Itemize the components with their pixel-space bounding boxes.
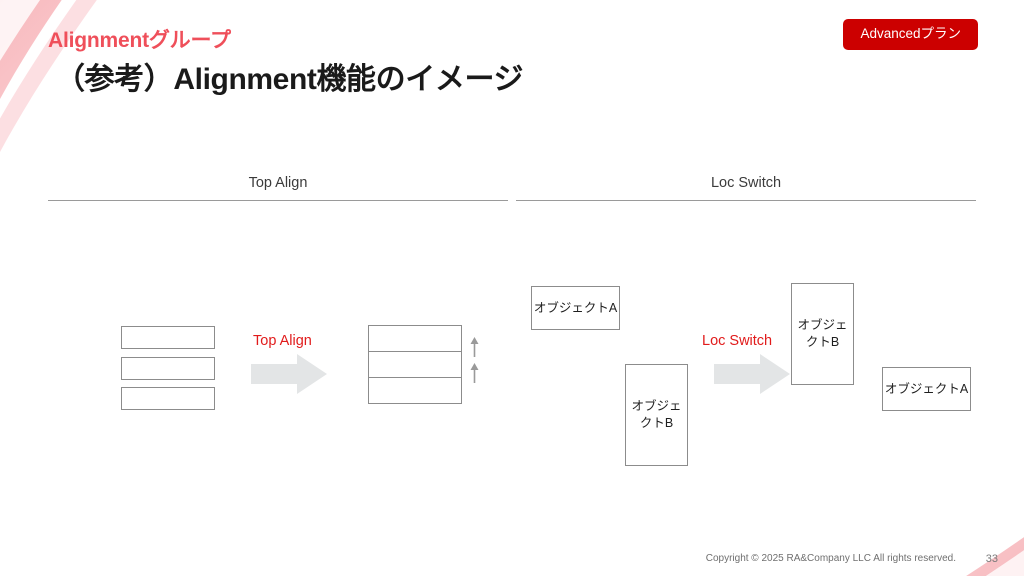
footer-copyright: Copyright © 2025 RA&Company LLC All righ… (705, 553, 956, 564)
top-align-before-box-2 (121, 357, 215, 380)
loc-switch-operation-label: Loc Switch (702, 333, 773, 349)
loc-switch-before-object-a: オブジェクトA (531, 286, 620, 330)
top-align-after-box-3 (368, 377, 462, 404)
top-align-shift-arrow-icon-1 (470, 337, 479, 357)
top-align-operation-label: Top Align (253, 333, 312, 349)
top-align-before-box-1 (121, 326, 215, 349)
loc-switch-after-object-a: オブジェクトA (882, 367, 971, 411)
eyebrow-group-label: Alignmentグループ (48, 29, 231, 52)
section-header-top-align: Top Align (48, 176, 508, 201)
loc-switch-before-object-b-label: オブジェ クトB (631, 399, 682, 430)
section-divider-right (516, 199, 976, 201)
loc-switch-after-object-b: オブジェ クトB (791, 283, 854, 385)
top-align-after-box-1 (368, 325, 462, 352)
footer-page-number: 33 (985, 553, 998, 565)
top-align-before-box-3 (121, 387, 215, 410)
plan-badge: Advancedプラン (843, 19, 978, 50)
section-header-loc-switch: Loc Switch (516, 176, 976, 201)
section-label-loc-switch: Loc Switch (710, 175, 782, 191)
page-title: （参考）Alignment機能のイメージ (55, 63, 524, 96)
top-align-arrow-icon (251, 354, 327, 394)
section-label-top-align: Top Align (248, 175, 308, 191)
section-divider-left (48, 199, 508, 201)
swoosh-bottom-right-icon (966, 537, 1024, 576)
loc-switch-after-object-b-label: オブジェ クトB (797, 318, 848, 349)
loc-switch-arrow-icon (714, 354, 790, 394)
top-align-after-box-2 (368, 351, 462, 378)
loc-switch-before-object-b: オブジェ クトB (625, 364, 688, 466)
top-align-shift-arrow-icon-2 (470, 363, 479, 383)
